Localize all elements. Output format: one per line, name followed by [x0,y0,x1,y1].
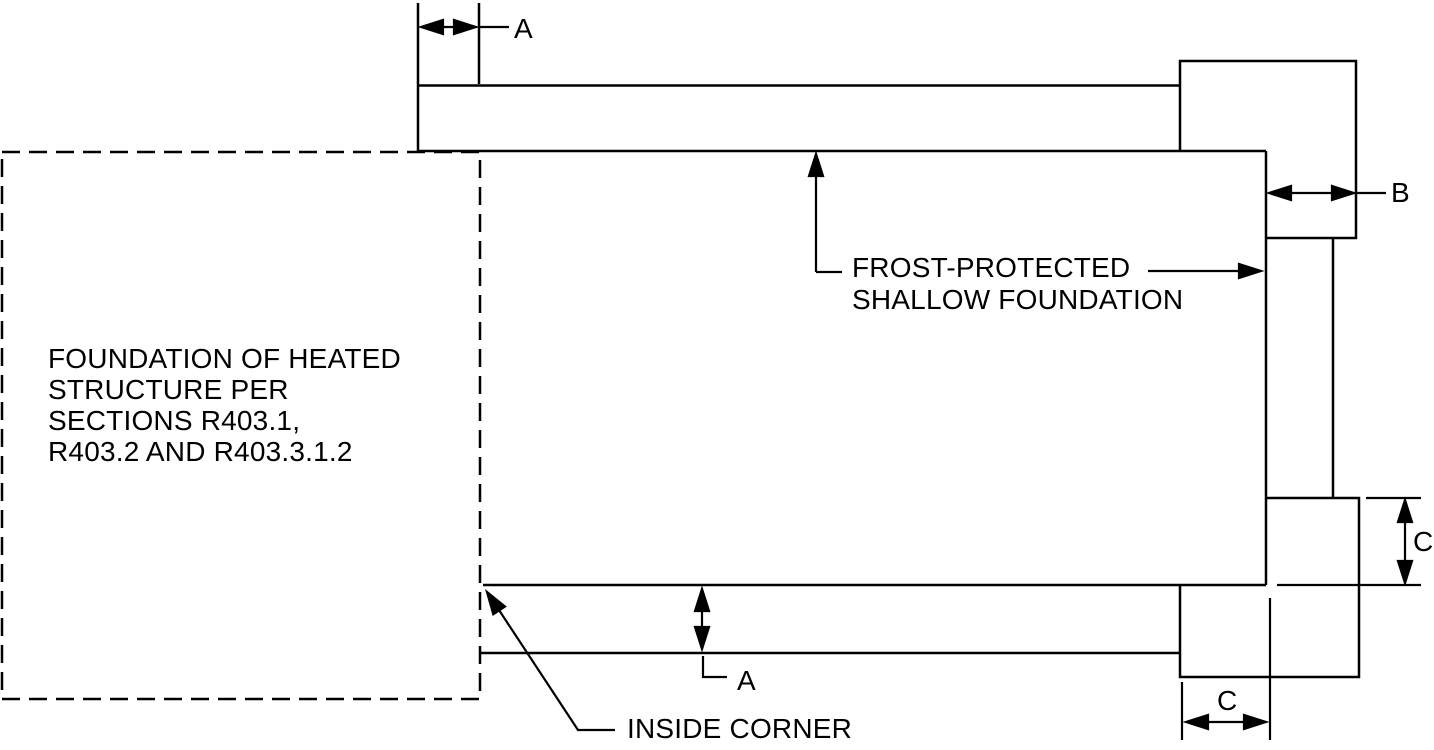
bottom-right-corner-block [1178,496,1361,679]
dimension-b [1265,184,1386,202]
frost-protected-leaders [807,150,1265,280]
dimension-c-bottom-label: C [1217,685,1238,716]
arrowhead-left-icon [1182,713,1210,731]
dimension-a-top-label: A [514,13,533,44]
heated-structure-label: FOUNDATION OF HEATED STRUCTURE PER SECTI… [48,343,401,467]
heated-structure-dashed-rect [0,150,482,701]
arrowhead-up-icon [693,585,711,613]
arrowhead-right-icon [1237,262,1265,280]
dimension-c-bottom [1180,598,1272,740]
inside-corner-label: INSIDE CORNER [627,713,853,744]
arrowhead-right-icon [452,18,480,36]
fpsf-outline [416,3,1361,679]
dimension-a-top [417,18,509,36]
top-right-corner-block [1178,59,1358,240]
inside-corner-leader-line [496,606,615,732]
dimension-a-bottom [693,585,727,679]
heated-structure-outline [0,150,482,701]
frost-protected-label: FROST-PROTECTED SHALLOW FOUNDATION [852,252,1184,315]
arrowhead-right-icon [1330,184,1358,202]
dimension-b-label: B [1391,177,1410,208]
dim-a-bottom-leader [701,656,727,679]
arrowhead-up-icon [807,150,825,178]
dimension-a-bottom-label: A [737,665,756,696]
dimension-c-right [1277,496,1421,587]
arrowhead-down-icon [693,625,711,653]
arrowhead-left-icon [417,18,445,36]
arrowhead-up-left-icon [485,588,507,617]
arrowhead-down-icon [1396,559,1414,587]
dimension-c-right-label: C [1413,526,1434,557]
inside-corner-leader [485,588,615,732]
arrowhead-up-icon [1396,496,1414,524]
arrowhead-left-icon [1265,184,1293,202]
arrowhead-right-icon [1242,713,1270,731]
